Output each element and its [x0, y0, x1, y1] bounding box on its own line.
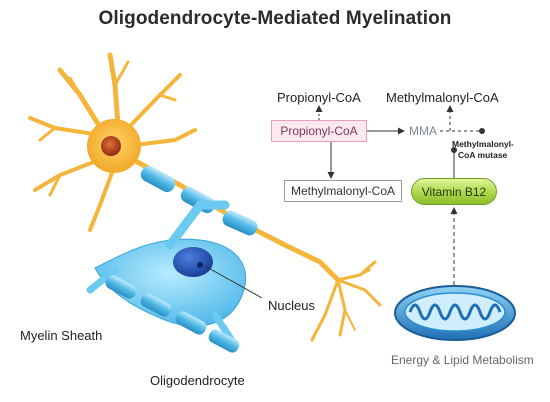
vitamin-b12-pill: Vitamin B12: [411, 178, 497, 205]
box-propionyl-coa: Propionyl-CoA: [271, 120, 367, 142]
myelin-sheath-segments: [105, 275, 240, 353]
label-propionyl-coa-top: Propionyl-CoA: [277, 90, 361, 105]
mitochondrion: [394, 285, 516, 341]
neuron-nucleus: [101, 136, 121, 156]
box-methylmalonyl-coa: Methylmalonyl-CoA: [284, 180, 402, 202]
mutase-dot: [479, 128, 485, 134]
axon-terminals: [310, 260, 382, 342]
mutase-line-2: CoA mutase: [458, 150, 508, 160]
label-methylmalonyl-coa-top: Methylmalonyl-CoA: [386, 90, 499, 105]
mutase-line-1: Methylmalonyl-: [452, 139, 514, 149]
label-nucleus: Nucleus: [268, 298, 315, 313]
label-oligodendrocyte: Oligodendrocyte: [150, 373, 245, 388]
label-myelin-sheath: Myelin Sheath: [20, 328, 103, 343]
nucleus-pointer: [204, 265, 263, 299]
neuron-dendrites: [28, 52, 197, 232]
b12-top-dot: [451, 147, 457, 153]
oligodendrocyte-nucleus: [173, 247, 213, 277]
page-title: Oligodendrocyte-Mediated Myelination: [98, 8, 452, 29]
label-energy-lipid-metabolism: Energy & Lipid Metabolism: [391, 353, 534, 367]
pathway-arrows: [315, 105, 482, 292]
oligodendrocyte-cell: [86, 200, 247, 349]
label-mma: MMA: [409, 124, 437, 138]
label-methylmalonyl-coa-mutase: Methylmalonyl- CoA mutase: [452, 139, 514, 161]
